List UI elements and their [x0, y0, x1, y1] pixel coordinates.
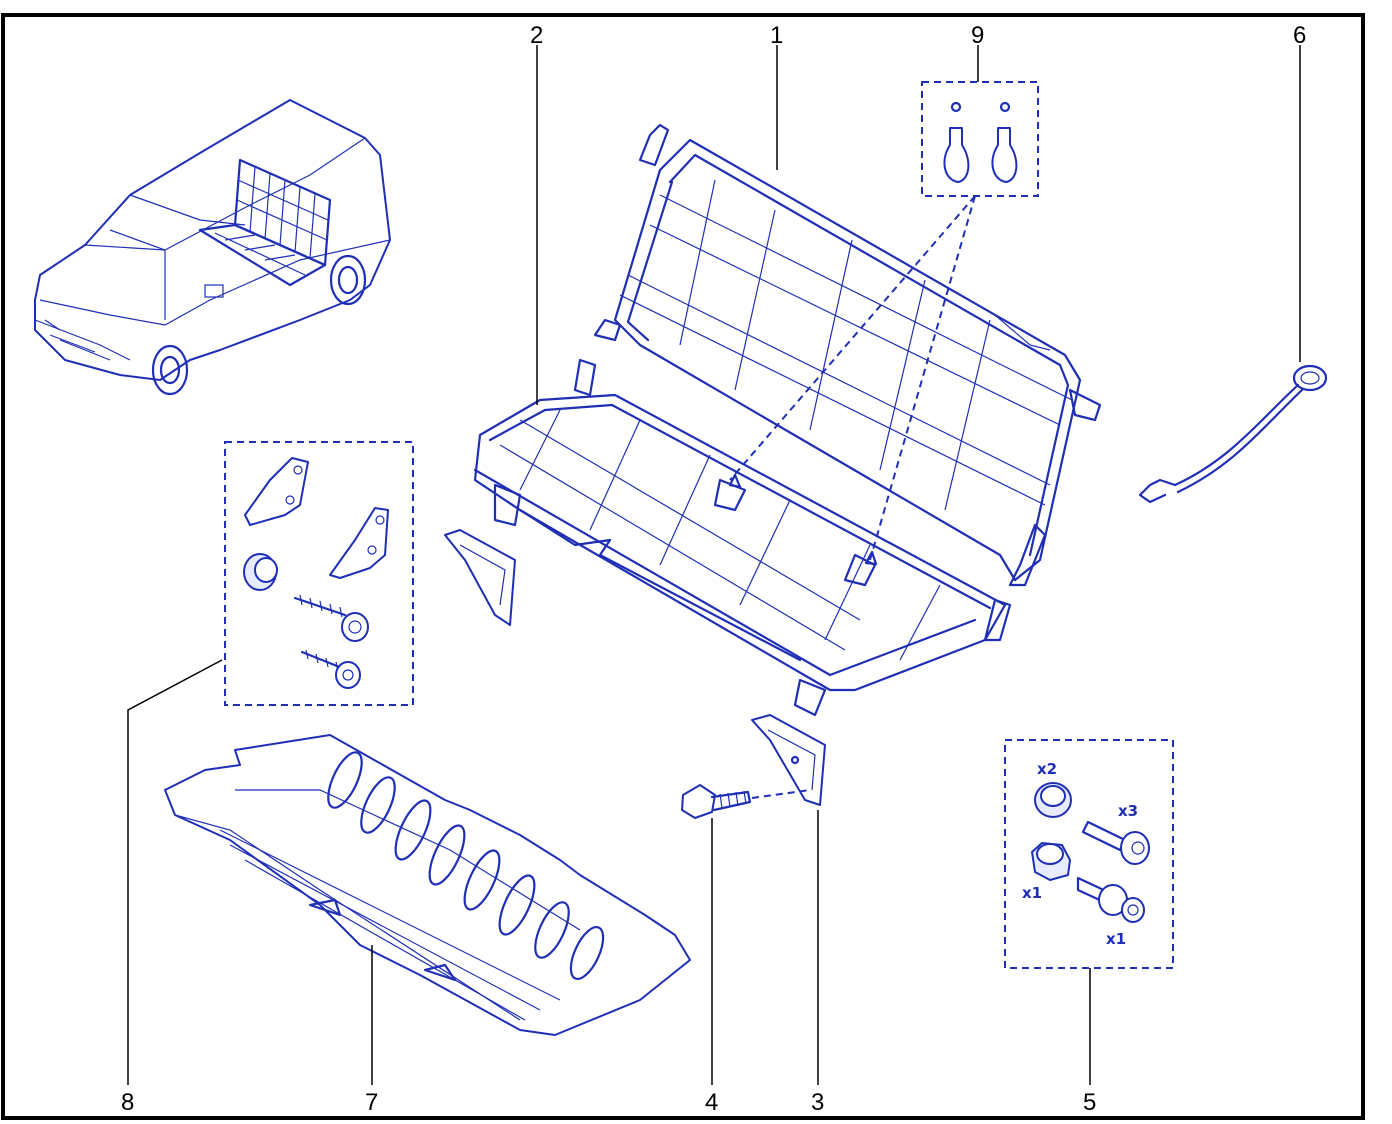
- callout-1: 1: [770, 22, 783, 49]
- qty-label: x1: [1022, 884, 1042, 902]
- callout-6: 6: [1293, 22, 1306, 49]
- diagram-border: [1, 13, 1365, 1120]
- strap-part-6: [1138, 364, 1328, 504]
- callout-8: 8: [121, 1089, 134, 1116]
- kit-part-8: [224, 441, 414, 706]
- callout-3: 3: [811, 1089, 824, 1116]
- callout-labels: 1 2 9 6 8 7 4 3 5: [121, 22, 1306, 1116]
- leader-lines: [127, 45, 1301, 1085]
- callout-7: 7: [365, 1089, 378, 1116]
- bracket-part-3: [444, 529, 826, 806]
- bolt-part-4: [681, 784, 811, 819]
- kit-part-5: x2 x3 x1 x1: [1004, 739, 1174, 969]
- seat-back-frame: [593, 123, 1102, 587]
- qty-label: x1: [1106, 930, 1126, 948]
- qty-label: x3: [1118, 802, 1138, 820]
- callout-4: 4: [705, 1089, 718, 1116]
- qty-label: x2: [1037, 760, 1057, 778]
- callout-9: 9: [971, 22, 984, 49]
- kit-part-9: [728, 81, 1039, 566]
- callout-2: 2: [530, 22, 543, 49]
- vehicle-illustration: [34, 99, 391, 396]
- cushion-part-7: [164, 734, 691, 1036]
- callout-5: 5: [1083, 1089, 1096, 1116]
- seat-base-frame: [473, 358, 1012, 717]
